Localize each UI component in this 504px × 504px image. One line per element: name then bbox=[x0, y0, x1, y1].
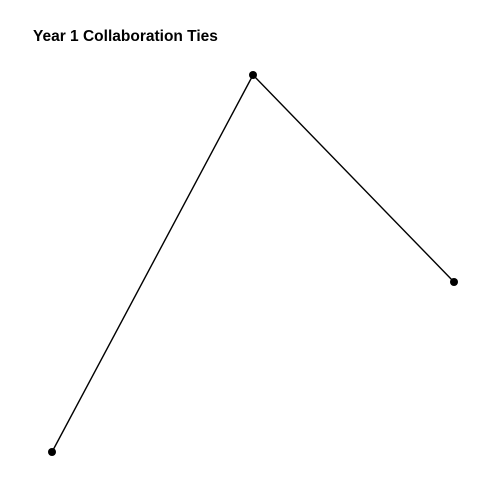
node-n2 bbox=[249, 71, 257, 79]
node-n3 bbox=[450, 278, 458, 286]
edge-layer bbox=[51, 74, 455, 453]
node-n1 bbox=[48, 448, 56, 456]
edge-n2-n3 bbox=[252, 74, 455, 283]
plot-title: Year 1 Collaboration Ties bbox=[33, 28, 218, 45]
edge-n1-n2 bbox=[51, 74, 254, 453]
node-layer bbox=[48, 71, 458, 456]
